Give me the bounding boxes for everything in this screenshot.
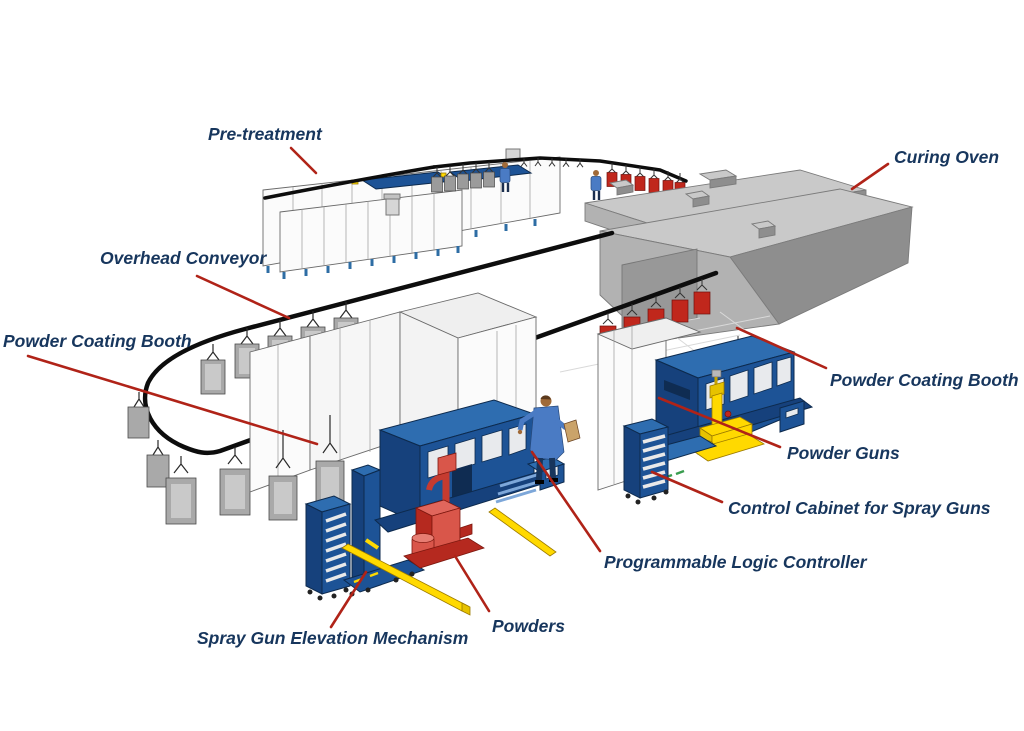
control-cabinet-left (304, 495, 352, 601)
diagram-label-overhead-conveyor: Overhead Conveyor (100, 248, 267, 268)
leader-line-powder-guns (657, 396, 782, 449)
diagram-label-spray-gun-elevation-mechanism: Spray Gun Elevation Mechanism (197, 628, 468, 648)
diagram-label-powder-coating-booth-right: Powder Coating Booth (830, 370, 1019, 390)
diagram-label-control-cabinet-for-spray-guns: Control Cabinet for Spray Guns (728, 498, 991, 518)
roof-vents (608, 179, 777, 239)
worker-figure (499, 162, 511, 192)
hanging-parts-gray (431, 162, 495, 193)
leader-line-powder-coating-booth-right (735, 326, 828, 370)
powders-feed-machine (403, 452, 485, 569)
leader-line-powder-coating-booth-left (26, 354, 319, 446)
leader-line-control-cabinet-for-spray-guns (650, 470, 724, 504)
diagram-label-curing-oven: Curing Oven (894, 147, 999, 167)
diagram-label-powder-coating-booth-left: Powder Coating Booth (3, 331, 192, 351)
curing-oven (584, 169, 914, 343)
diagram-label-powders: Powders (492, 616, 565, 636)
leader-line-programmable-logic-controller (530, 450, 602, 553)
leader-line-powders (453, 554, 491, 613)
leader-line-overhead-conveyor (195, 274, 291, 320)
diagram-label-pre-treatment: Pre-treatment (208, 124, 323, 144)
diagram-label-powder-guns: Powder Guns (787, 443, 900, 463)
leader-line-pre-treatment (289, 146, 318, 175)
powder-coating-booth-left-structure (249, 292, 581, 616)
elevation-rail (341, 507, 557, 616)
control-cabinet-right (622, 418, 670, 505)
vent-stack (383, 148, 521, 216)
worker-figure (590, 170, 602, 200)
diagram-label-programmable-logic-controller: Programmable Logic Controller (604, 552, 868, 572)
empty-hooks (520, 158, 584, 168)
leader-line-spray-gun-elevation-mechanism (329, 570, 368, 629)
leader-line-curing-oven (850, 162, 890, 191)
